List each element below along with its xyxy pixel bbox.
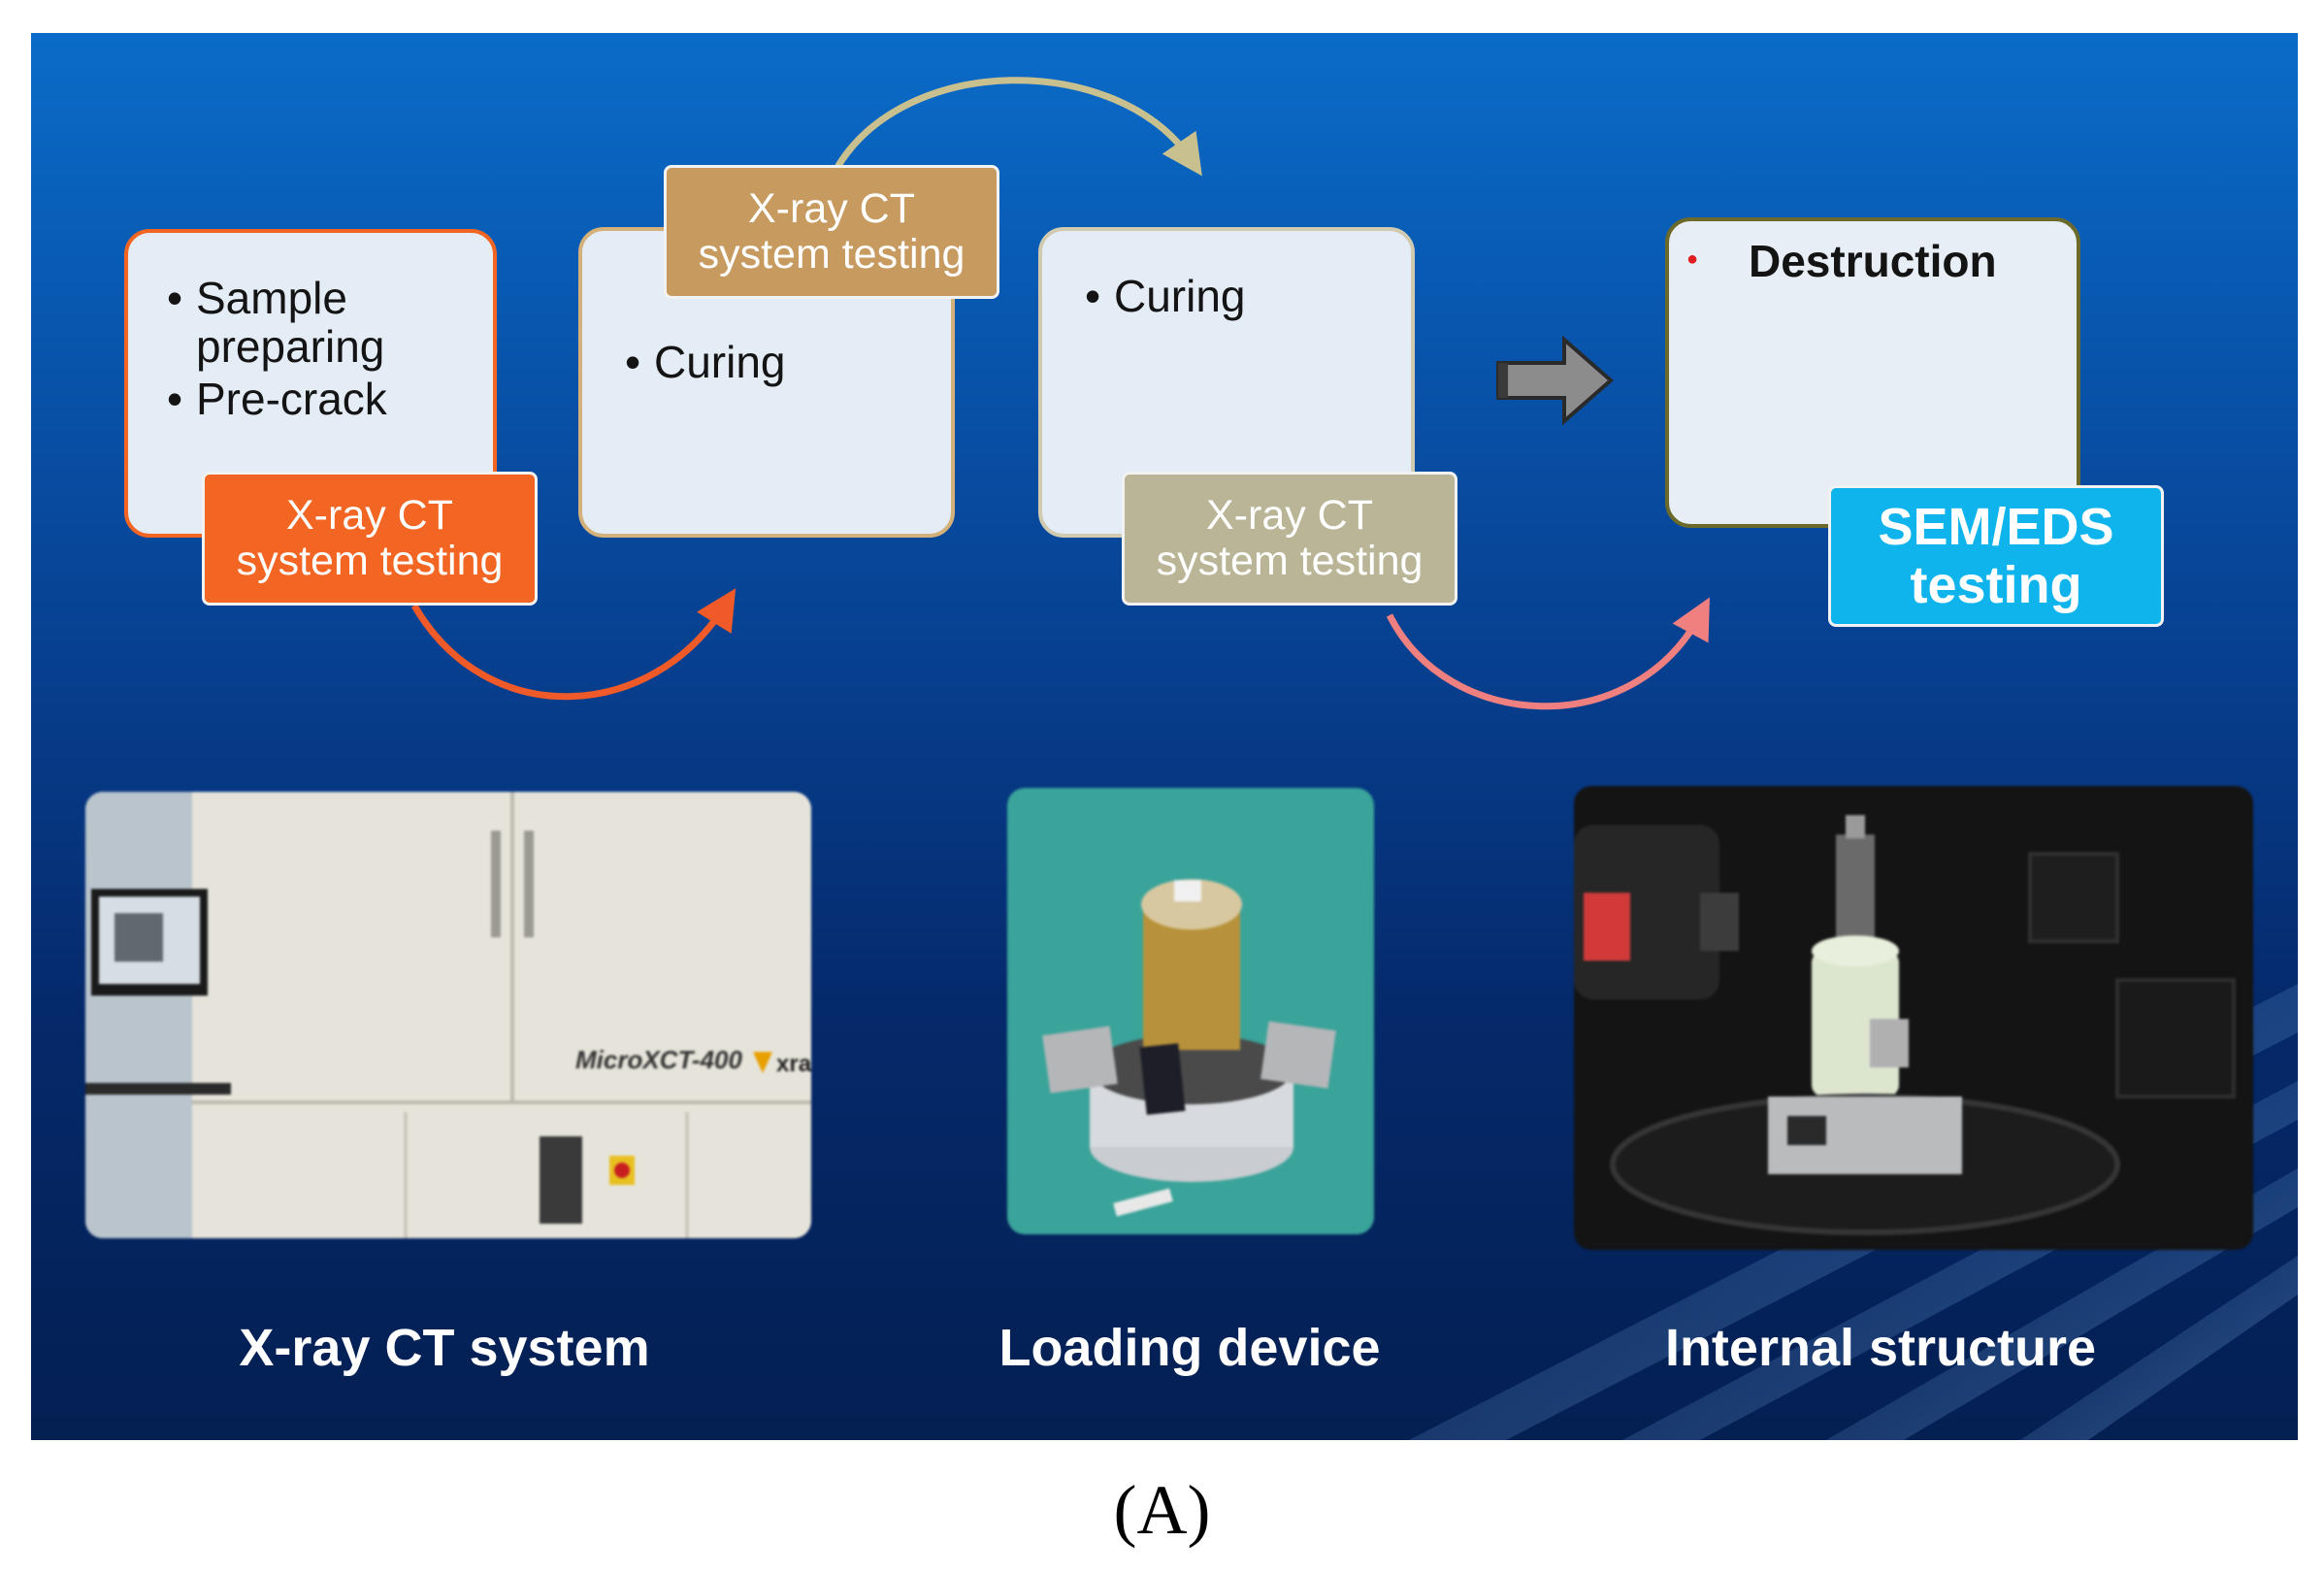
block-arrow [1496, 335, 1615, 426]
machine-label: MicroXCT-400 [575, 1045, 742, 1074]
step-2-tag-line-1: X-ray CT [748, 185, 915, 232]
step-3-tag-line-1: X-ray CT [1206, 492, 1373, 539]
step-4-tag-line-2: testing [1910, 556, 2082, 614]
step-2-tag-line-2: system testing [698, 231, 966, 278]
step-4-tag-line-1: SEM/EDS [1878, 498, 2114, 556]
step-3-tag: X-ray CT system testing [1122, 472, 1457, 606]
step-3-bullet-1: Curing [1085, 272, 1246, 320]
step-2-bullet-1: Curing [625, 338, 786, 386]
caption-internal-structure: Internal structure [1664, 1319, 2097, 1377]
caption-loading-device: Loading device [998, 1319, 1381, 1377]
step-1-bullet-1: Sample preparing [167, 274, 477, 371]
loading-device-illustration [1007, 788, 1374, 1234]
figure-label: (A) [1113, 1471, 1211, 1549]
brand-label: xrad [776, 1051, 811, 1077]
curve-arrow-1 [410, 588, 736, 701]
step-4-bullet-dot: ● [1686, 248, 1699, 270]
step-4-tag: SEM/EDS testing [1828, 485, 2164, 627]
step-1-tag-line-1: X-ray CT [286, 492, 453, 539]
xray-ct-system-photo: MicroXCT-400 xrad [85, 792, 811, 1238]
step-1-tag: X-ray CT system testing [202, 472, 538, 606]
step-4-bullet-1: Destruction [1749, 236, 1997, 286]
flow-arrows [410, 77, 1710, 710]
internal-structure-photo [1574, 786, 2253, 1250]
loading-device-photo [1007, 788, 1374, 1234]
step-1-bullet-2: Pre-crack [167, 375, 477, 423]
step-2-tag: X-ray CT system testing [664, 165, 999, 299]
step-3-tag-line-2: system testing [1156, 538, 1424, 584]
curve-arrow-3 [1386, 597, 1710, 710]
workflow-slide: Sample preparing Pre-crack X-ray CT syst… [31, 33, 2298, 1440]
step-4-box: ● Destruction [1665, 217, 2080, 528]
curve-arrow-2 [833, 77, 1202, 177]
caption-xray-ct-system: X-ray CT system [239, 1319, 650, 1377]
step-1-tag-line-2: system testing [236, 538, 504, 584]
xray-ct-system-illustration: MicroXCT-400 xrad [85, 792, 811, 1238]
internal-structure-illustration [1574, 786, 2253, 1250]
